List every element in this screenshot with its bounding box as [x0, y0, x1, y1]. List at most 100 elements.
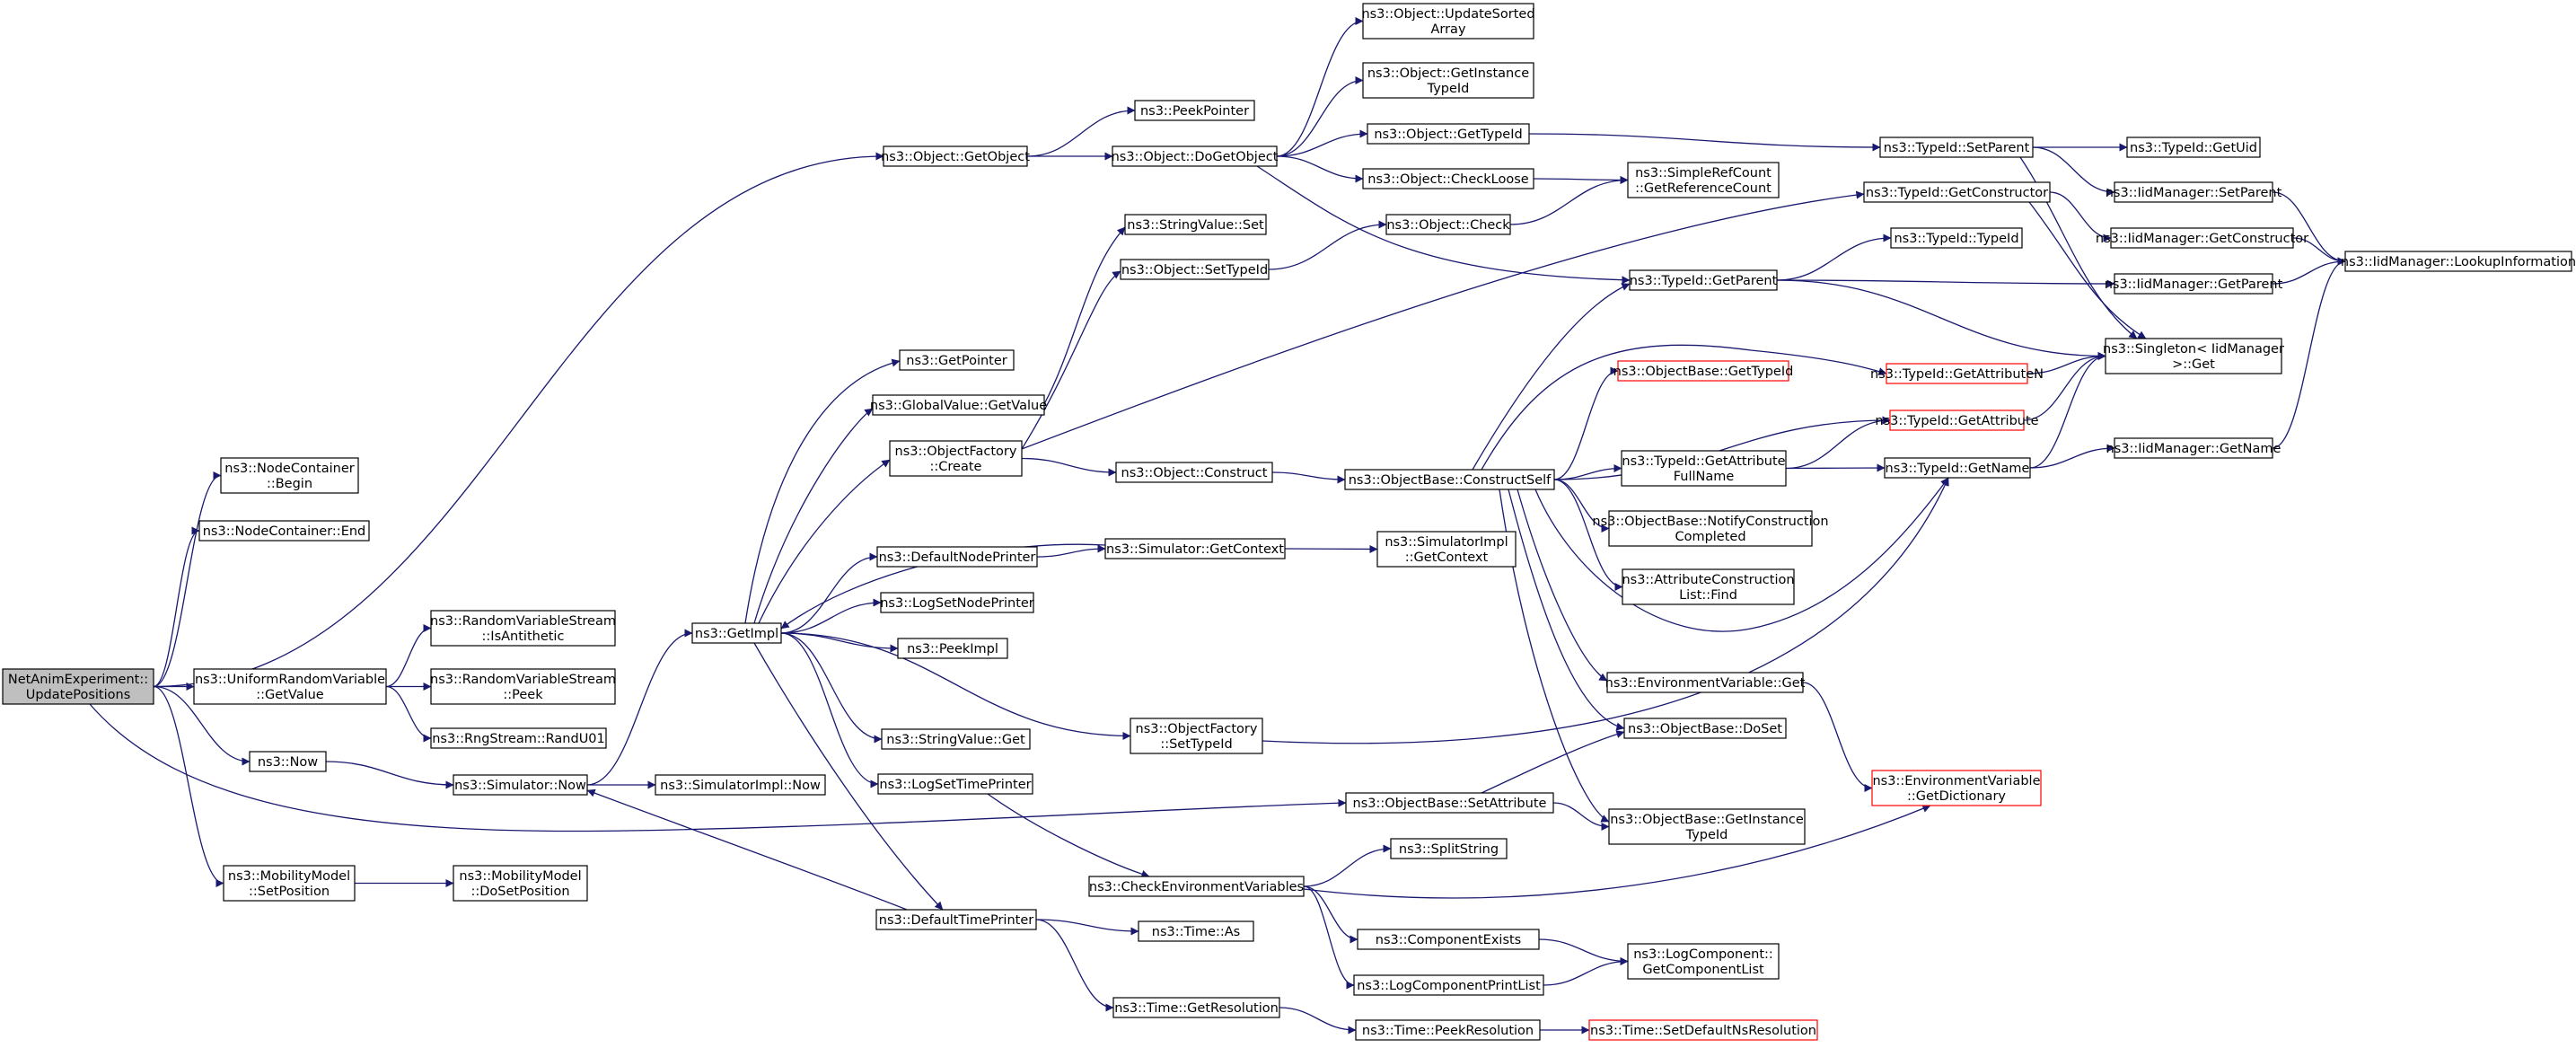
node-urv_getvalue[interactable]: ns3::UniformRandomVariable::GetValue: [193, 668, 387, 705]
node-box[interactable]: [1088, 876, 1305, 897]
node-box[interactable]: [1627, 162, 1780, 198]
node-tid_getattributen[interactable]: ns3::TypeId::GetAttributeN: [1870, 363, 2044, 384]
node-box[interactable]: [1104, 538, 1286, 559]
node-box[interactable]: [872, 394, 1045, 416]
node-rvs_peek[interactable]: ns3::RandomVariableStream::Peek: [430, 668, 616, 705]
node-logsettimeprinter[interactable]: ns3::LogSetTimePrinter: [877, 773, 1033, 795]
node-box[interactable]: [876, 546, 1038, 568]
node-mm_dosetpos[interactable]: ns3::MobilityModel::DoSetPosition: [453, 865, 588, 902]
node-box[interactable]: [1130, 718, 1263, 754]
node-box[interactable]: [1362, 3, 1534, 40]
node-time_peekres[interactable]: ns3::Time::PeekResolution: [1355, 1019, 1541, 1041]
node-nc_begin[interactable]: ns3::NodeContainer::Begin: [220, 457, 359, 494]
node-tid_setparent[interactable]: ns3::TypeId::SetParent: [1879, 137, 2034, 158]
node-iid_getname[interactable]: ns3::IidManager::GetName: [2106, 437, 2281, 459]
node-sim_now[interactable]: ns3::Simulator::Now: [453, 774, 588, 796]
node-obj_gettypeid[interactable]: ns3::Object::GetTypeId: [1367, 123, 1530, 145]
node-splitstring[interactable]: ns3::SplitString: [1390, 838, 1508, 859]
node-time_setdefns[interactable]: ns3::Time::SetDefaultNsResolution: [1588, 1019, 1818, 1041]
node-box[interactable]: [1629, 269, 1778, 291]
node-defnodeprinter[interactable]: ns3::DefaultNodePrinter: [876, 546, 1038, 568]
node-obj_settypeid[interactable]: ns3::Object::SetTypeId: [1120, 259, 1270, 280]
node-ob_doset[interactable]: ns3::ObjectBase::DoSet: [1623, 718, 1787, 739]
node-box[interactable]: [1345, 792, 1554, 814]
node-sv_get[interactable]: ns3::StringValue::Get: [881, 728, 1031, 750]
node-box[interactable]: [1608, 808, 1806, 845]
node-box[interactable]: [1124, 214, 1267, 235]
node-box[interactable]: [1344, 469, 1555, 490]
node-box[interactable]: [1623, 718, 1787, 739]
node-logcompprintlist[interactable]: ns3::LogComponentPrintList: [1353, 974, 1544, 996]
node-logsetnodeprinter[interactable]: ns3::LogSetNodePrinter: [880, 592, 1034, 613]
node-box[interactable]: [453, 865, 588, 902]
node-tid_getattribute[interactable]: ns3::TypeId::GetAttribute: [1875, 410, 2039, 431]
node-box[interactable]: [2105, 338, 2282, 374]
node-box[interactable]: [877, 773, 1033, 795]
node-time_as[interactable]: ns3::Time::As: [1138, 920, 1254, 942]
node-box[interactable]: [1886, 363, 2028, 384]
node-box[interactable]: [2114, 181, 2273, 203]
node-box[interactable]: [1588, 1019, 1818, 1041]
node-iid_getparent[interactable]: ns3::IidManager::GetParent: [2105, 273, 2283, 295]
node-box[interactable]: [1621, 450, 1787, 487]
node-simimpl_now[interactable]: ns3::SimulatorImpl::Now: [655, 774, 826, 796]
node-box[interactable]: [1367, 123, 1530, 145]
node-box[interactable]: [1890, 227, 2023, 249]
node-box[interactable]: [1112, 997, 1280, 1018]
node-gv_getvalue[interactable]: ns3::GlobalValue::GetValue: [870, 394, 1047, 416]
node-box[interactable]: [1357, 929, 1540, 950]
node-box[interactable]: [1362, 62, 1534, 99]
node-box[interactable]: [691, 622, 782, 644]
node-peekpointer[interactable]: ns3::PeekPointer: [1134, 100, 1255, 121]
node-obj_construct[interactable]: ns3::Object::Construct: [1115, 462, 1273, 483]
node-iid_setparent[interactable]: ns3::IidManager::SetParent: [2106, 181, 2282, 203]
node-box[interactable]: [1376, 531, 1517, 568]
node-ob_setattribute[interactable]: ns3::ObjectBase::SetAttribute: [1345, 792, 1554, 814]
node-box[interactable]: [1889, 410, 2025, 431]
node-ob_gettypeid[interactable]: ns3::ObjectBase::GetTypeId: [1613, 360, 1794, 382]
node-box[interactable]: [2110, 227, 2294, 249]
node-of_create[interactable]: ns3::ObjectFactory::Create: [889, 440, 1023, 477]
node-ob_constructself[interactable]: ns3::ObjectBase::ConstructSelf: [1344, 469, 1555, 490]
node-box[interactable]: [1863, 181, 2051, 203]
node-iid_getconstructor[interactable]: ns3::IidManager::GetConstructor: [2096, 227, 2308, 249]
node-getpointer[interactable]: ns3::GetPointer: [899, 349, 1015, 371]
node-obj_checkloose[interactable]: ns3::Object::CheckLoose: [1362, 168, 1534, 189]
node-tid_getparent[interactable]: ns3::TypeId::GetParent: [1629, 269, 1778, 291]
node-componentexists[interactable]: ns3::ComponentExists: [1357, 929, 1540, 950]
node-peekimpl[interactable]: ns3::PeekImpl: [897, 638, 1008, 659]
node-obj_dogetobject[interactable]: ns3::Object::DoGetObject: [1112, 145, 1279, 167]
node-box[interactable]: [1120, 259, 1270, 280]
node-box[interactable]: [430, 610, 616, 647]
node-box[interactable]: [198, 520, 370, 542]
node-rng_randu01[interactable]: ns3::RngStream::RandU01: [430, 727, 607, 749]
node-ob_notifyconstruction[interactable]: ns3::ObjectBase::NotifyConstructionCompl…: [1592, 510, 1829, 547]
node-box[interactable]: [1138, 920, 1254, 942]
node-box[interactable]: [2, 668, 154, 705]
node-box[interactable]: [2344, 251, 2572, 272]
node-box[interactable]: [655, 774, 826, 796]
node-box[interactable]: [880, 592, 1034, 613]
node-mm_setpos[interactable]: ns3::MobilityModel::SetPosition: [223, 865, 356, 902]
node-tid_getuid[interactable]: ns3::TypeId::GetUid: [2126, 137, 2261, 158]
node-box[interactable]: [430, 668, 616, 705]
node-box[interactable]: [1879, 137, 2034, 158]
node-box[interactable]: [1115, 462, 1273, 483]
node-env_get[interactable]: ns3::EnvironmentVariable::Get: [1605, 672, 1806, 693]
node-box[interactable]: [881, 728, 1031, 750]
node-box[interactable]: [1884, 457, 2031, 479]
node-box[interactable]: [1617, 360, 1789, 382]
node-obj_check[interactable]: ns3::Object::Check: [1385, 214, 1511, 235]
node-box[interactable]: [2114, 437, 2273, 459]
node-rvs_isanti[interactable]: ns3::RandomVariableStream::IsAntithetic: [430, 610, 616, 647]
node-box[interactable]: [1622, 568, 1795, 605]
node-sv_set[interactable]: ns3::StringValue::Set: [1124, 214, 1267, 235]
node-box[interactable]: [1871, 770, 2042, 806]
node-lc_getcomplist[interactable]: ns3::LogComponent::GetComponentList: [1627, 943, 1780, 980]
node-simimpl_getcontext[interactable]: ns3::SimulatorImpl::GetContext: [1376, 531, 1517, 568]
node-box[interactable]: [899, 349, 1015, 371]
